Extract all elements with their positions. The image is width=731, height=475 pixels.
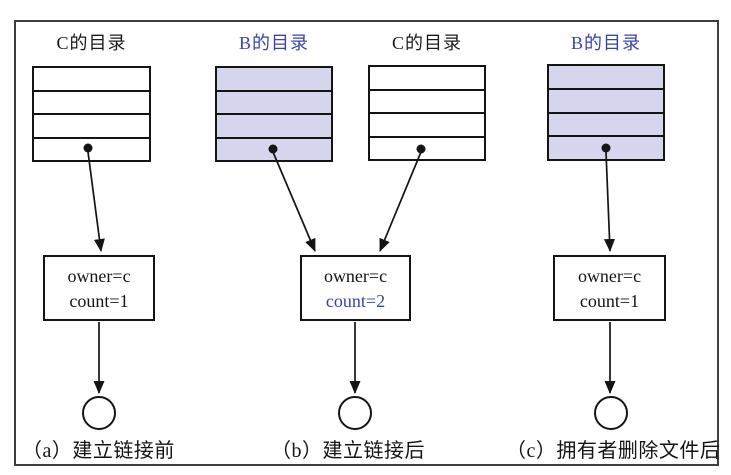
directory-entry-row (217, 136, 331, 161)
directory-entry-row (34, 89, 149, 114)
directory-entry-row (217, 89, 331, 114)
directory-entry-row (217, 68, 331, 90)
directory-title-c-panel-a: C的目录 (56, 33, 127, 53)
inode-owner: owner=c (67, 266, 131, 286)
inode-owner: owner=c (323, 266, 388, 286)
directory-entry-row (370, 112, 484, 136)
caption-panel-c: （c）拥有者删除文件后 (506, 440, 721, 462)
directory-title-b-panel-c: B的目录 (570, 33, 641, 53)
directory-table-c-panel-b (368, 65, 486, 161)
directory-entry-row (34, 113, 149, 137)
directory-entry-row (34, 136, 149, 161)
directory-entry-row (549, 135, 663, 159)
directory-title-c-panel-b: C的目录 (391, 33, 462, 53)
inode-count: count=1 (579, 291, 640, 311)
inode-box-panel-c: owner=c count=1 (553, 255, 666, 321)
directory-entry-row (370, 88, 484, 113)
directory-table-b-panel-b (215, 66, 333, 162)
directory-entry-row (370, 135, 484, 160)
figure-frame (14, 20, 719, 466)
directory-entry-row (549, 111, 663, 136)
directory-entry-row (549, 66, 663, 88)
directory-entry-row (549, 87, 663, 112)
directory-entry-row (217, 113, 331, 137)
inode-box-panel-b: owner=c count=2 (300, 255, 411, 321)
inode-count: count=1 (69, 291, 129, 311)
directory-table-b-panel-c (547, 64, 665, 161)
directory-table-c-panel-a (32, 66, 151, 162)
directory-entry-row (370, 67, 484, 89)
inode-owner: owner=c (577, 266, 642, 286)
inode-count: count=2 (325, 291, 386, 311)
directory-entry-row (34, 68, 149, 90)
inode-box-panel-a: owner=c count=1 (43, 255, 155, 321)
directory-title-b-panel-b: B的目录 (238, 33, 309, 53)
caption-panel-b: （b）建立链接后 (271, 440, 425, 462)
caption-panel-a: （a）建立链接前 (22, 440, 175, 462)
